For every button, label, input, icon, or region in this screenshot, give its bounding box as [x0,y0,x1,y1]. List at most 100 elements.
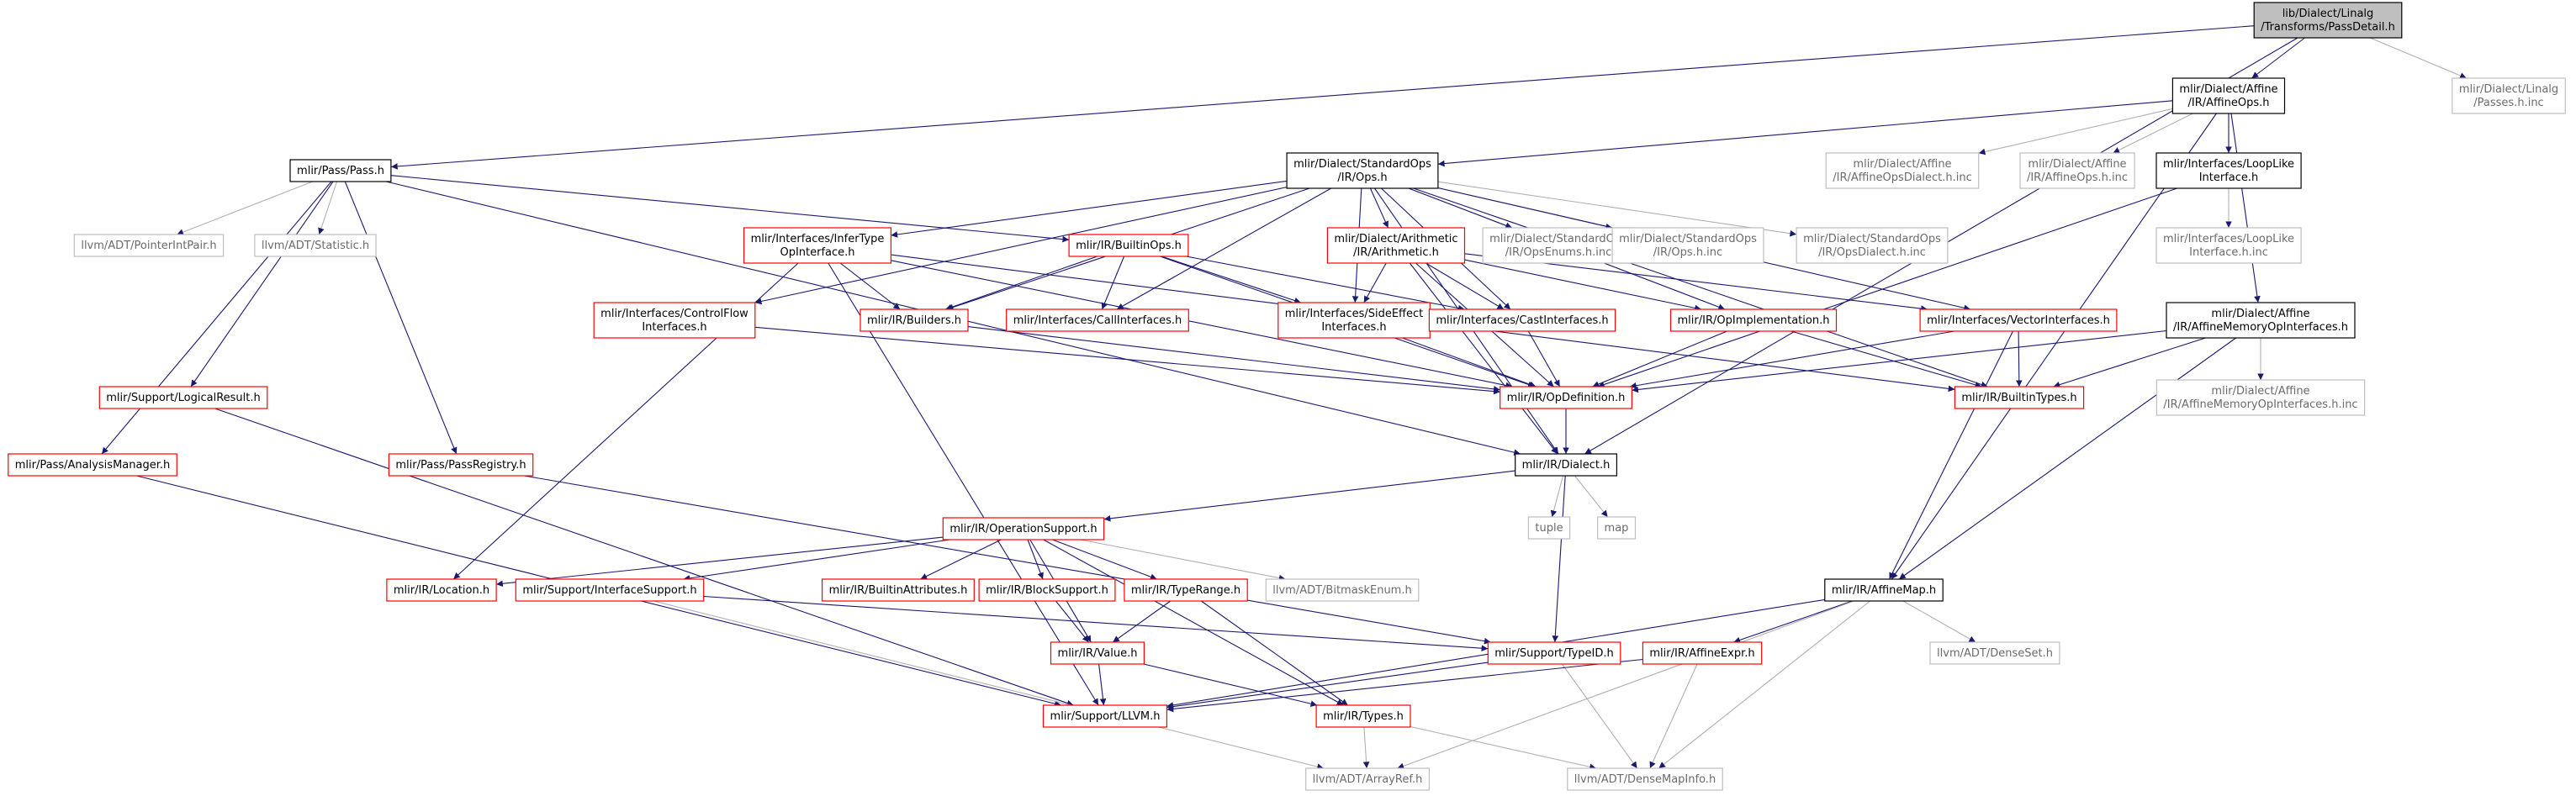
node-types[interactable]: mlir/IR/Types.h [1315,704,1411,728]
node-label: /IR/Ops.h [1337,171,1387,184]
node-label: mlir/Dialect/Affine [2211,385,2309,398]
node-callif[interactable]: mlir/Interfaces/CallInterfaces.h [1006,308,1189,332]
node-box [1954,386,2085,409]
edge-arith-to-opimpl [1464,259,1702,312]
node-opdef[interactable]: mlir/IR/OpDefinition.h [1500,386,1632,409]
node-label: mlir/Dialect/Affine [2179,83,2277,96]
node-box [386,578,497,602]
edge-pass-to-statistic [318,181,338,235]
node-box [942,517,1105,540]
node-label: llvm/ADT/PointerIntPair.h [81,240,216,252]
node-arith[interactable]: mlir/Dialect/Arithmetic/IR/Arithmetic.h [1326,227,1466,264]
node-affineexpr[interactable]: mlir/IR/AffineExpr.h [1642,641,1763,665]
edge-affineops-to-affinemap [1891,113,2217,580]
node-box [73,234,225,257]
node-label: mlir/IR/Location.h [394,584,489,597]
node-denseset: llvm/ADT/DenseSet.h [1929,641,2060,665]
node-builders[interactable]: mlir/IR/Builders.h [860,308,969,332]
node-typeid[interactable]: mlir/Support/TypeID.h [1487,641,1621,665]
node-typerange[interactable]: mlir/IR/TypeRange.h [1124,578,1248,602]
node-box [2253,2,2403,39]
node-label: mlir/Interfaces/LoopLike [2163,233,2294,245]
edge-affineexpr-to-llvmh [1166,658,1643,713]
edge-pass-to-analysis [101,181,332,455]
node-box [1124,578,1248,602]
node-label: mlir/Support/LLVM.h [1050,710,1161,723]
edge-pass-to-passregistry [344,181,458,455]
node-label: mlir/Dialect/StandardOps [1619,233,1757,245]
node-box [1527,516,1571,540]
edge-vectorif-to-affinemap [1889,330,2013,580]
node-box [1796,227,1949,264]
edge-value-to-types [1143,663,1318,707]
node-densemapinfo: llvm/ADT/DenseMapInfo.h [1567,767,1723,791]
node-builtintypes[interactable]: mlir/IR/BuiltinTypes.h [1954,386,2085,409]
node-label: llvm/ADT/DenseSet.h [1937,647,2053,660]
node-label: mlir/IR/BlockSupport.h [986,584,1108,597]
node-label: /IR/OpsDialect.h.inc [1818,246,1926,259]
node-affineops[interactable]: mlir/Dialect/Affine/IR/AffineOps.h [2171,77,2286,114]
node-stdops[interactable]: mlir/Dialect/StandardOps/IR/Ops.h [1286,152,1439,189]
node-box [1500,386,1632,409]
node-passregistry[interactable]: mlir/Pass/PassRegistry.h [388,453,534,477]
edge-opsupport-to-location [496,536,944,588]
edge-infertype-to-llvmh [828,262,1099,706]
edge-arith-to-dialect [1409,262,1558,455]
node-dialect[interactable]: mlir/IR/Dialect.h [1515,453,1617,477]
node-label: mlir/Support/InterfaceSupport.h [522,584,696,597]
node-box [254,234,377,257]
edge-root-to-pass [390,25,2255,170]
node-opimpl[interactable]: mlir/IR/OpImplementation.h [1669,308,1838,332]
node-vectorif[interactable]: mlir/Interfaces/VectorInterfaces.h [1919,308,2118,332]
node-label: mlir/Pass/PassRegistry.h [395,459,526,472]
node-label: mlir/Interfaces/LoopLike [2163,158,2294,171]
node-ifsupport[interactable]: mlir/Support/InterfaceSupport.h [515,578,705,602]
node-box [1669,308,1838,332]
node-affinemap[interactable]: mlir/IR/AffineMap.h [1824,578,1944,602]
node-builtinattrs[interactable]: mlir/IR/BuiltinAttributes.h [821,578,975,602]
node-box [1006,308,1189,332]
edge-root-to-linalgpasses [2369,37,2468,79]
node-llvmh[interactable]: mlir/Support/LLVM.h [1042,704,1167,728]
node-builtinops[interactable]: mlir/IR/BuiltinOps.h [1068,234,1189,257]
node-opsupport[interactable]: mlir/IR/OperationSupport.h [942,517,1105,540]
node-analysis[interactable]: mlir/Pass/AnalysisManager.h [8,453,177,477]
edge-infertype-to-opdef [891,260,1513,389]
edge-affinemap-to-arrayref [1397,600,1854,769]
node-affmemif[interactable]: mlir/Dialect/Affine/IR/AffineMemoryOpInt… [2166,302,2356,339]
node-label: mlir/IR/Dialect.h [1522,459,1611,472]
edge-controlflow-to-opdef [754,326,1500,395]
node-pass[interactable]: mlir/Pass/Pass.h [289,159,392,182]
edge-affinemap-to-affineexpr [1733,600,1853,644]
node-logicalresult[interactable]: mlir/Support/LogicalResult.h [98,386,268,409]
node-label: mlir/Dialect/Affine [1853,158,1951,171]
node-value[interactable]: mlir/IR/Value.h [1050,641,1145,665]
node-label: /IR/AffineOpsDialect.h.inc [1833,171,1972,184]
edge-ifsupport-to-arrayref [653,600,1325,770]
edge-affmemif-to-affinemap [1898,337,2237,580]
edge-builtinops-to-builders [945,256,1098,311]
node-bitmask: llvm/ADT/BitmaskEnum.h [1265,578,1420,602]
node-label: mlir/Dialect/Affine [2028,158,2126,171]
edge-value-to-llvmh [1098,663,1107,706]
node-label: mlir/Interfaces/SideEffect [1285,308,1424,320]
edge-stdops-to-infertype [891,180,1288,238]
node-box [2019,152,2135,189]
edge-affineexpr-to-densemapinfo [1649,663,1698,769]
edge-affinemap-to-densemapinfo [1658,600,1870,769]
node-blocksupport[interactable]: mlir/IR/BlockSupport.h [978,578,1116,602]
edge-opsupport-to-blocksupport [1027,539,1044,580]
node-box [1596,516,1637,540]
node-castif[interactable]: mlir/Interfaces/CastInterfaces.h [1428,308,1616,332]
node-label: Interface.h [2199,171,2259,184]
edge-root-to-affineops [2251,37,2305,79]
node-box [98,386,268,409]
node-location[interactable]: mlir/IR/Location.h [386,578,497,602]
node-label: /Transforms/PassDetail.h [2261,21,2395,34]
node-box [2166,302,2356,339]
